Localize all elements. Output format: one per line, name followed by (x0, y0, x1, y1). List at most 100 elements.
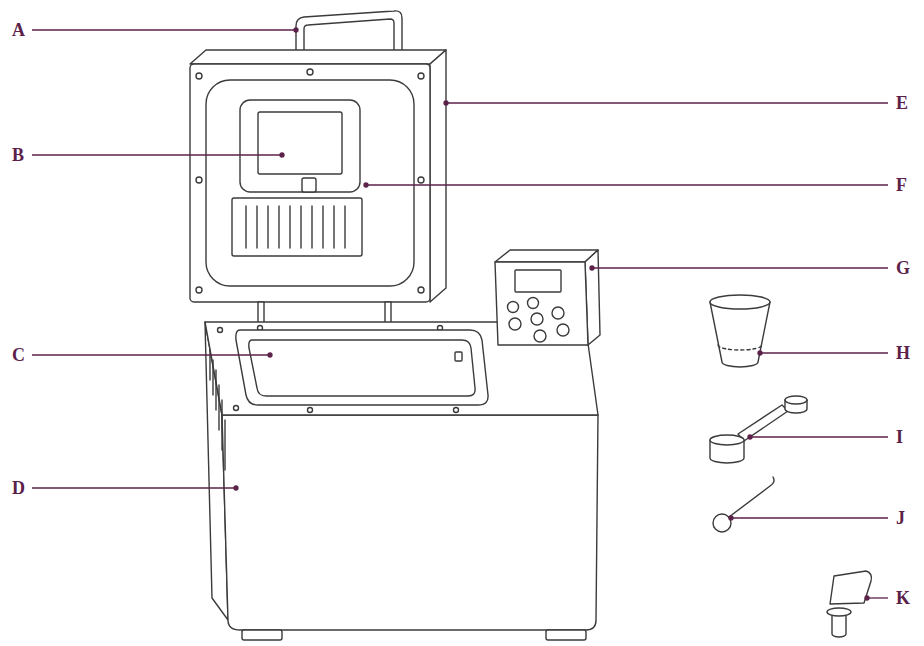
lid-screws (196, 69, 424, 293)
screw (418, 177, 424, 183)
panel-top (495, 250, 598, 262)
cup-mark (718, 345, 762, 350)
leader-line (446, 102, 888, 103)
hook (729, 477, 774, 517)
screw (308, 408, 313, 413)
callout-anchor: H (896, 343, 910, 363)
hinge (258, 302, 264, 324)
leader-dot (444, 101, 448, 105)
leader-line (32, 154, 282, 155)
leader-dot (280, 153, 284, 157)
callout-anchor: B (12, 145, 24, 165)
body-front (222, 415, 598, 630)
button (531, 313, 543, 325)
pan-clip (455, 352, 462, 361)
button (508, 302, 519, 313)
callout-letter: B (12, 145, 24, 165)
leader-line (760, 352, 888, 353)
leader-line (867, 597, 888, 598)
callout-letter: A (12, 20, 25, 40)
screw (307, 69, 313, 75)
control-panel (495, 262, 588, 345)
button (534, 330, 546, 342)
callout-letter: G (896, 258, 910, 278)
button (552, 307, 564, 319)
lid (190, 64, 430, 302)
window-frame (240, 100, 360, 192)
screw (418, 73, 424, 79)
screw (234, 406, 239, 411)
callout-anchor: A (12, 20, 25, 40)
accessories (710, 295, 871, 637)
screw (418, 287, 424, 293)
leader-dot (729, 516, 733, 520)
callout-letter: E (896, 93, 908, 113)
callout-letter: D (12, 478, 25, 498)
paddle-hub (827, 608, 851, 616)
leader-dot (364, 183, 368, 187)
screw (454, 408, 459, 413)
callout-letter: F (896, 175, 907, 195)
callout-anchor: D (12, 478, 25, 498)
hinge (385, 302, 391, 324)
screw (218, 328, 223, 333)
foot (546, 630, 586, 640)
callout-letter: I (896, 427, 903, 447)
spoon-rim (710, 435, 744, 445)
leader-line (592, 267, 888, 268)
leader-line (731, 517, 888, 518)
callout-anchor: J (896, 508, 905, 528)
lid-edge (430, 50, 446, 302)
callout-letter: J (896, 508, 905, 528)
callout-letter: K (896, 588, 910, 608)
callout-anchor: F (896, 175, 907, 195)
leader-dot (590, 266, 594, 270)
bread-machine (190, 11, 600, 640)
leader-dot (758, 351, 762, 355)
button (509, 318, 521, 330)
callout-letter: C (12, 345, 25, 365)
viewing-window (258, 112, 342, 174)
leader-line (32, 354, 270, 355)
leader-dot (294, 28, 298, 32)
body-top (205, 322, 598, 415)
callout-anchor: I (896, 427, 903, 447)
grille-slats (246, 206, 345, 248)
leader-dot (748, 435, 752, 439)
callout-anchor: K (896, 588, 910, 608)
measuring-cup-rim (710, 295, 770, 309)
screw (196, 287, 202, 293)
callout-anchor: G (896, 258, 910, 278)
display (515, 270, 561, 292)
side-vents (210, 350, 225, 470)
screw (196, 73, 202, 79)
lid-edge (190, 50, 446, 64)
hook-loop (713, 514, 731, 532)
foot (242, 630, 282, 640)
leader-dot (234, 486, 238, 490)
vent-grille (232, 198, 362, 256)
baking-pan (249, 340, 475, 396)
leader-dot (268, 353, 272, 357)
callout-anchor: E (896, 93, 908, 113)
callout-letter: H (896, 343, 910, 363)
leader-line (32, 29, 296, 30)
panel-buttons (508, 298, 570, 343)
leader-line (750, 436, 888, 437)
callout-anchor: C (12, 345, 25, 365)
leader-line (366, 184, 888, 185)
latch (302, 178, 316, 192)
screw (196, 177, 202, 183)
spoon-rim (785, 396, 807, 404)
leader-line (32, 487, 236, 488)
button (557, 324, 569, 336)
pan-opening (236, 330, 488, 405)
measuring-cup (710, 302, 770, 367)
spoon-handle (738, 405, 788, 441)
leader-lines (32, 28, 888, 600)
kneading-paddle (830, 571, 871, 604)
button (528, 298, 539, 309)
